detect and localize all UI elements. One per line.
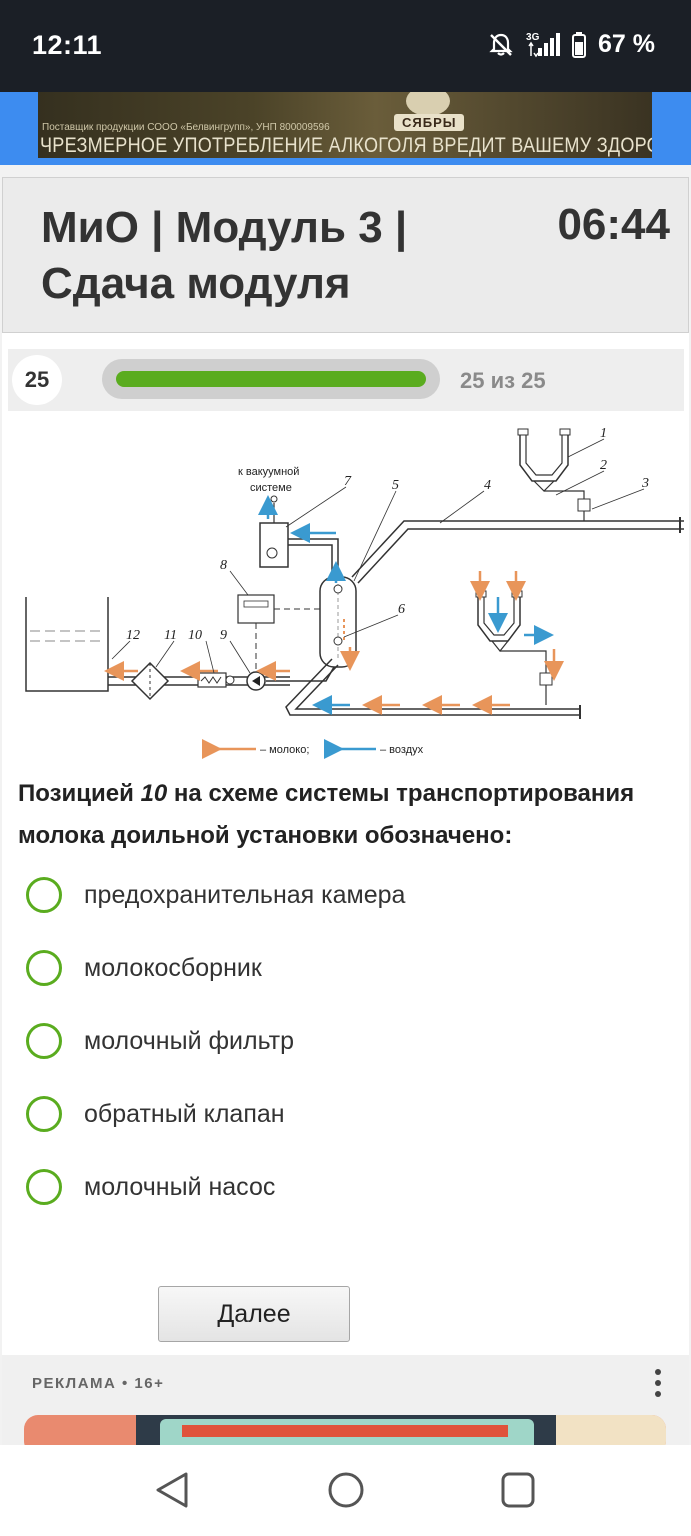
diagram-number-4: 4 (484, 478, 491, 493)
radio-button[interactable] (26, 877, 62, 913)
question-card: 25 25 из 25 (2, 333, 689, 1355)
radio-button[interactable] (26, 1023, 62, 1059)
banner-brand: СЯБРЫ (394, 114, 465, 131)
answer-label[interactable]: обратный клапан (84, 1099, 285, 1128)
answer-option[interactable]: молочный фильтр (26, 1021, 294, 1061)
ad-label: РЕКЛАМА • 16+ (32, 1375, 165, 1392)
status-time: 12:11 (32, 30, 103, 60)
question-prefix: Позицией (18, 780, 141, 807)
status-bar: 12:11 3G 67 % (0, 0, 691, 92)
quiz-header: МиО | Модуль 3 | Сдача модуля 06:44 (2, 177, 689, 333)
answer-option[interactable]: обратный клапан (26, 1094, 285, 1134)
progress-bar-fill (116, 371, 426, 387)
answer-label[interactable]: молочный фильтр (84, 1026, 295, 1055)
question-text: Позицией 10 на схеме системы транспортир… (18, 773, 682, 857)
question-position-number: 10 (140, 780, 168, 807)
vacuum-label-line1: к вакуумной (238, 466, 299, 478)
radio-button[interactable] (26, 1096, 62, 1132)
progress-row: 25 25 из 25 (8, 349, 684, 411)
banner-warning: ЧРЕЗМЕРНОЕ УПОТРЕБЛЕНИЕ АЛКОГОЛЯ ВРЕДИТ … (40, 134, 652, 157)
progress-bar (102, 359, 440, 399)
diagram-number-6: 6 (398, 602, 405, 617)
answer-label[interactable]: предохранительная камера (84, 880, 406, 909)
back-icon[interactable] (154, 1471, 190, 1514)
safety-chamber (259, 522, 289, 568)
network-type: 3G (526, 31, 540, 43)
legend-air: – воздух (380, 744, 424, 756)
milking-cluster-bottom (470, 571, 564, 705)
diagram-number-12: 12 (126, 628, 140, 643)
system-nav-bar (0, 1445, 691, 1536)
banner-image[interactable]: Поставщик продукции СООО «Белвингрупп», … (38, 92, 652, 158)
diagram-number-1: 1 (600, 426, 607, 441)
recent-apps-icon[interactable] (500, 1471, 536, 1514)
answer-label[interactable]: молокосборник (84, 953, 262, 982)
answer-label[interactable]: молочный насос (84, 1172, 276, 1201)
status-icons: 3G 67 % (488, 30, 655, 59)
milking-system-diagram: 1 2 3 4 5 6 7 8 9 10 11 12 к вакуумной с… (20, 419, 684, 759)
diagram-number-11: 11 (164, 628, 177, 643)
diagram-number-3: 3 (641, 476, 649, 491)
radio-button[interactable] (26, 1169, 62, 1205)
banner-seal-icon (406, 92, 450, 116)
ad-image[interactable] (24, 1415, 666, 1445)
battery-percent: 67 % (598, 30, 655, 58)
vacuum-label-line2: системе (250, 482, 292, 494)
question-number-badge: 25 (12, 355, 62, 405)
question-suffix: на схеме системы транспортирования молок… (18, 780, 635, 849)
more-options-icon[interactable] (653, 1369, 663, 1397)
diagram-number-8: 8 (220, 558, 227, 573)
diagram-number-10: 10 (188, 628, 202, 643)
top-ad-banner[interactable]: Поставщик продукции СООО «Белвингрупп», … (0, 92, 691, 165)
milking-cluster-top (517, 428, 591, 521)
milk-tank (25, 597, 109, 692)
bottom-ad[interactable]: РЕКЛАМА • 16+ (2, 1355, 689, 1445)
signal-3g-icon: 3G (526, 31, 561, 58)
diagram-number-2: 2 (600, 458, 607, 473)
page-title: МиО | Модуль 3 | Сдача модуля (41, 203, 408, 308)
diagram-svg: 1 2 3 4 5 6 7 8 9 10 11 12 к вакуумной с… (25, 426, 684, 759)
answer-option[interactable]: предохранительная камера (26, 875, 405, 915)
home-icon[interactable] (327, 1471, 365, 1514)
diagram-number-5: 5 (392, 478, 399, 493)
answer-option[interactable]: молочный насос (26, 1167, 275, 1207)
diagram-number-9: 9 (220, 628, 227, 643)
legend-milk: – молоко; (260, 744, 309, 756)
quiz-page: МиО | Модуль 3 | Сдача модуля 06:44 25 2… (0, 165, 691, 1445)
banner-supplier-text: Поставщик продукции СООО «Белвингрупп», … (42, 122, 330, 133)
next-button[interactable]: Далее (158, 1286, 350, 1342)
progress-text: 25 из 25 (460, 368, 546, 393)
battery-icon (572, 31, 587, 58)
control-unit (237, 594, 275, 624)
countdown-timer: 06:44 (557, 200, 670, 249)
radio-button[interactable] (26, 950, 62, 986)
notifications-off-icon (488, 32, 514, 58)
diagram-number-7: 7 (344, 474, 352, 489)
answer-option[interactable]: молокосборник (26, 948, 262, 988)
